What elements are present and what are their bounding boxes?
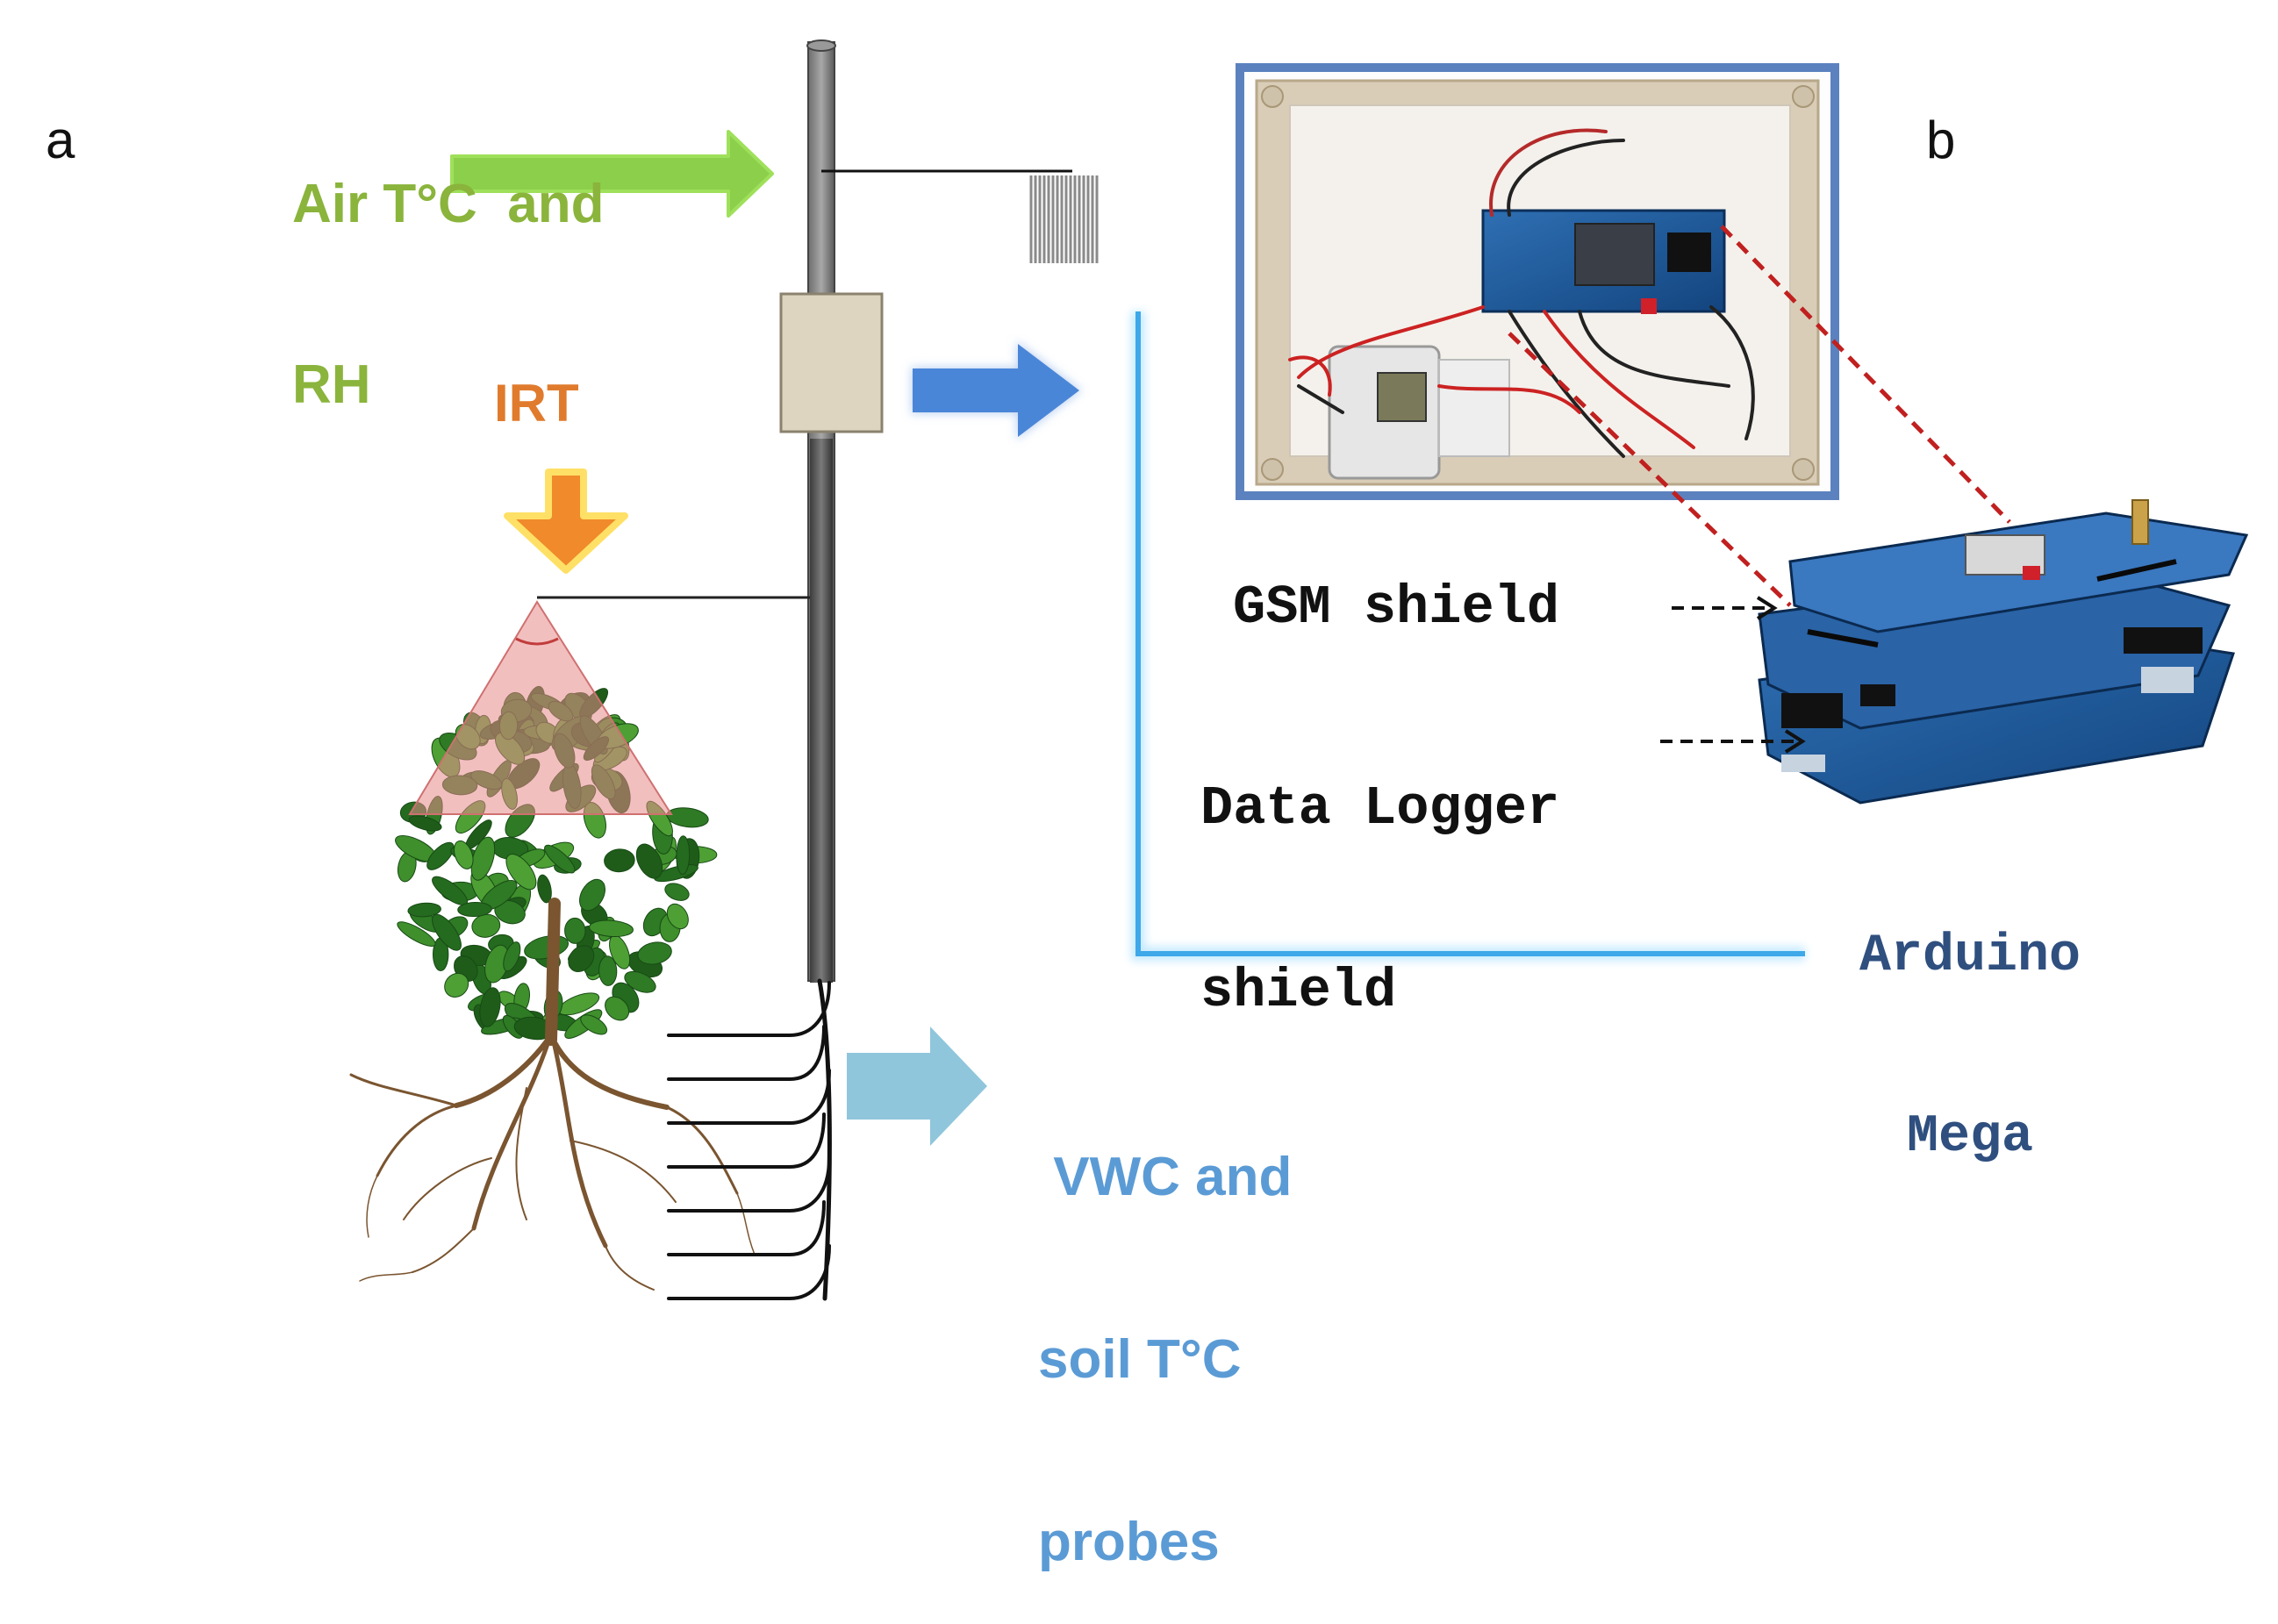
air-temperature-label: Air T°C and RH xyxy=(292,68,604,467)
plant-leaf xyxy=(537,874,552,904)
soil-probes-icon xyxy=(667,978,832,1301)
datalogger-label-line1: Data Logger xyxy=(1200,777,1560,840)
plant-leaf xyxy=(432,913,462,951)
soil-probe-wire xyxy=(667,1244,831,1300)
plant-leaf xyxy=(479,987,501,1027)
plant-leaf xyxy=(408,815,442,832)
logger-arrow-icon xyxy=(910,341,1082,440)
soil-probe-wire xyxy=(667,1025,826,1081)
enclosure-photo-icon xyxy=(1236,63,1839,500)
plant-leaf xyxy=(568,945,595,972)
soil-probes-label: VWC and soil T°C probes xyxy=(1038,1041,1292,1624)
gsm-shield-label: GSM shield xyxy=(1233,576,1560,639)
plant-leaf xyxy=(637,941,672,965)
datalogger-label-line2: shield xyxy=(1200,960,1397,1022)
plant-leaf xyxy=(666,807,709,828)
datalogger-pointer-arrow xyxy=(1660,729,1806,754)
plant-leaf xyxy=(666,903,689,930)
plant-leaf xyxy=(564,917,586,944)
data-logger-shield-label: Data Logger shield xyxy=(1200,673,1559,1073)
sensor-system-diagram xyxy=(349,39,2249,1301)
plant-leaf xyxy=(470,836,496,881)
plant-leaf xyxy=(605,996,630,1021)
plant-leaf xyxy=(589,919,634,938)
gsm-pointer-arrow xyxy=(1672,596,1778,620)
arduino-label-line2: Mega xyxy=(1906,1107,2034,1167)
soil-label-line2: soil T°C xyxy=(1038,1329,1242,1390)
plant-leaf xyxy=(457,901,492,918)
panel-letter-b: b xyxy=(1926,111,1956,169)
plant-leaf xyxy=(407,902,441,918)
plant-leaf xyxy=(624,970,656,993)
plant-leaf xyxy=(454,840,474,869)
plant-leaf xyxy=(544,844,576,874)
dashed-link-lines xyxy=(1508,225,2011,607)
plant-leaf xyxy=(598,955,618,986)
datalogger-box-icon xyxy=(779,292,884,433)
plant-leaf xyxy=(664,883,690,901)
plant-leaf xyxy=(505,854,537,891)
plant-leaf xyxy=(604,848,635,873)
soil-probe-wire xyxy=(667,1156,831,1213)
plant-leaf xyxy=(676,835,691,876)
roots-icon xyxy=(349,898,756,1291)
mast-pole-icon xyxy=(806,39,836,983)
plant-leaf xyxy=(579,878,605,912)
air-arrow-icon xyxy=(450,130,774,218)
panel-letter-a: a xyxy=(46,111,75,169)
infrared-cone-icon xyxy=(408,600,673,815)
soil-probe-wire xyxy=(667,1112,826,1169)
soil-label-line1: VWC and xyxy=(1038,1147,1293,1207)
air-label-line2: RH xyxy=(292,354,371,415)
air-label-line1: Air T°C and xyxy=(292,174,605,234)
plant-leaf xyxy=(444,972,469,998)
plant-leaf xyxy=(426,841,455,870)
irt-label: IRT xyxy=(494,374,579,433)
probe-arrow-icon xyxy=(847,1027,987,1146)
irt-arrow-icon xyxy=(504,469,628,574)
plant-leaf xyxy=(397,921,436,947)
soil-probe-wire xyxy=(667,1069,831,1125)
arduino-stack-icon xyxy=(1758,499,2249,805)
plant-leaf xyxy=(580,1014,608,1035)
arduino-label-line1: Arduino xyxy=(1859,926,2081,986)
air-sensor-radiation-shield-icon xyxy=(821,169,1099,263)
connector-line xyxy=(1131,311,1805,961)
arduino-mega-label: Arduino Mega xyxy=(1825,825,2115,1216)
soil-probe-wire xyxy=(667,1200,826,1256)
plant-leaf xyxy=(503,941,521,972)
soil-label-line3: probes xyxy=(1038,1512,1220,1572)
soil-probe-wire xyxy=(667,981,831,1037)
plant-leaf xyxy=(524,935,570,960)
plant-leaf xyxy=(635,843,663,879)
